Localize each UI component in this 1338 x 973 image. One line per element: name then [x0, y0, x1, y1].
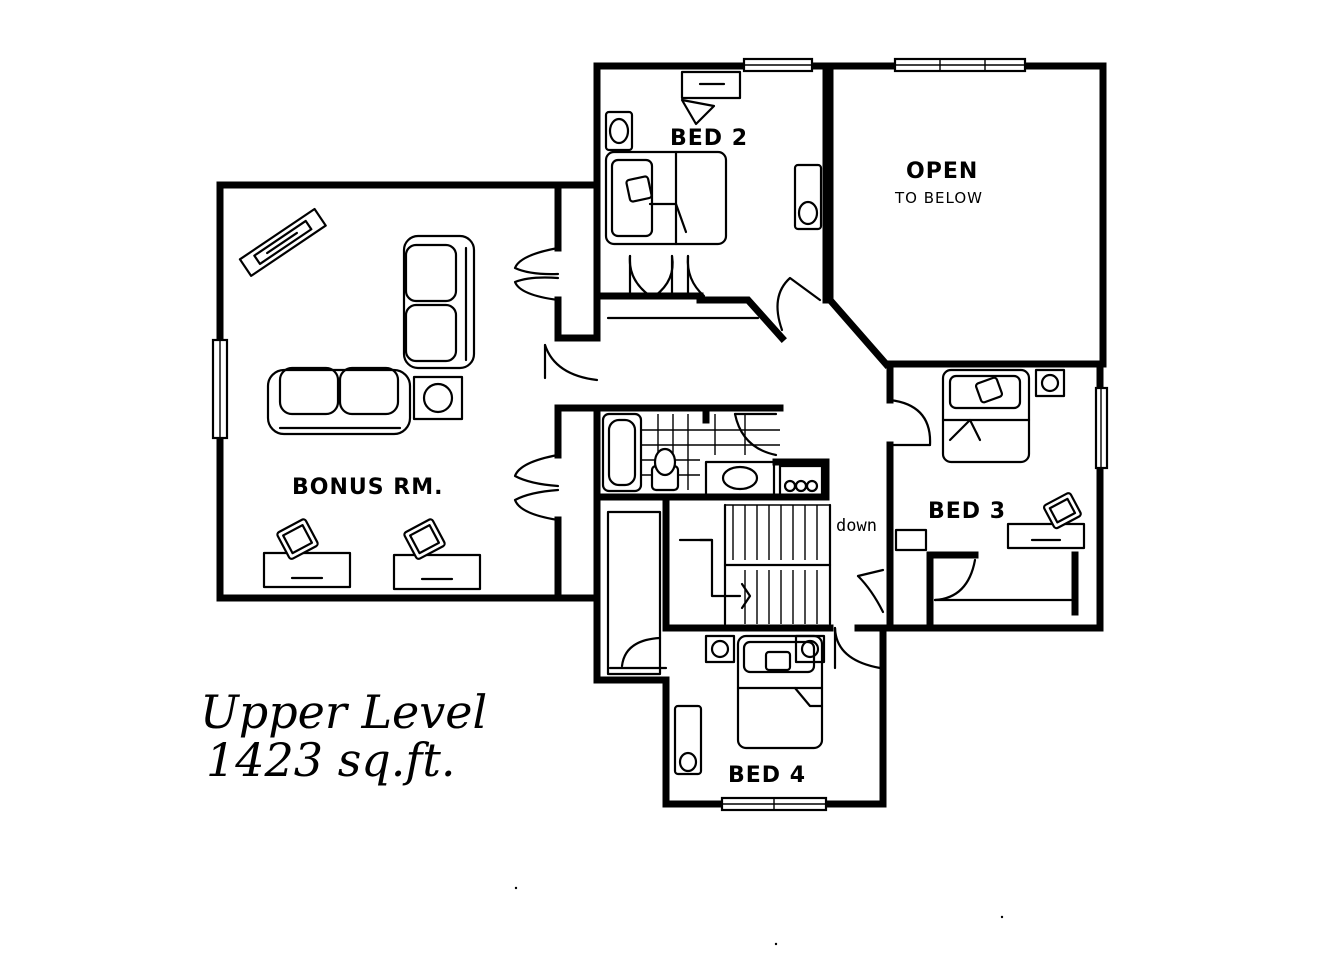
room-label-bed4: BED 4: [728, 763, 806, 788]
plan-caption: Upper Level 1423 sq.ft.: [200, 688, 620, 785]
open-label-line1: OPEN: [906, 159, 978, 184]
scan-marks: [514, 886, 1004, 946]
bed2-furniture: BED 2: [604, 70, 823, 246]
desk-icon: [262, 518, 352, 589]
stairs[interactable]: down: [678, 503, 877, 626]
sofa-icon: [266, 234, 476, 436]
area-label: 1423 sq.ft.: [206, 733, 456, 788]
walls: [216, 62, 1107, 808]
bonus-room-furniture: BONUS RM.: [238, 207, 482, 591]
desk-icon: [392, 518, 482, 591]
windows: [211, 57, 1109, 812]
doors: [513, 246, 1077, 676]
open-label-line2: TO BELOW: [894, 189, 983, 207]
room-label-bed2: BED 2: [670, 126, 748, 151]
tv-console-icon: [238, 207, 327, 277]
room-label-bonus: BONUS RM.: [292, 475, 443, 500]
bed3-furniture: BED 3: [894, 368, 1086, 552]
level-title: Upper Level: [200, 685, 488, 739]
side-table-icon: [412, 375, 464, 421]
stair-down-label: down: [836, 516, 877, 536]
bathroom-fixtures: [601, 412, 824, 498]
bed4-furniture: BED 4: [673, 634, 826, 788]
room-label-bed3: BED 3: [928, 499, 1006, 524]
open-to-below: OPEN TO BELOW: [894, 159, 983, 207]
